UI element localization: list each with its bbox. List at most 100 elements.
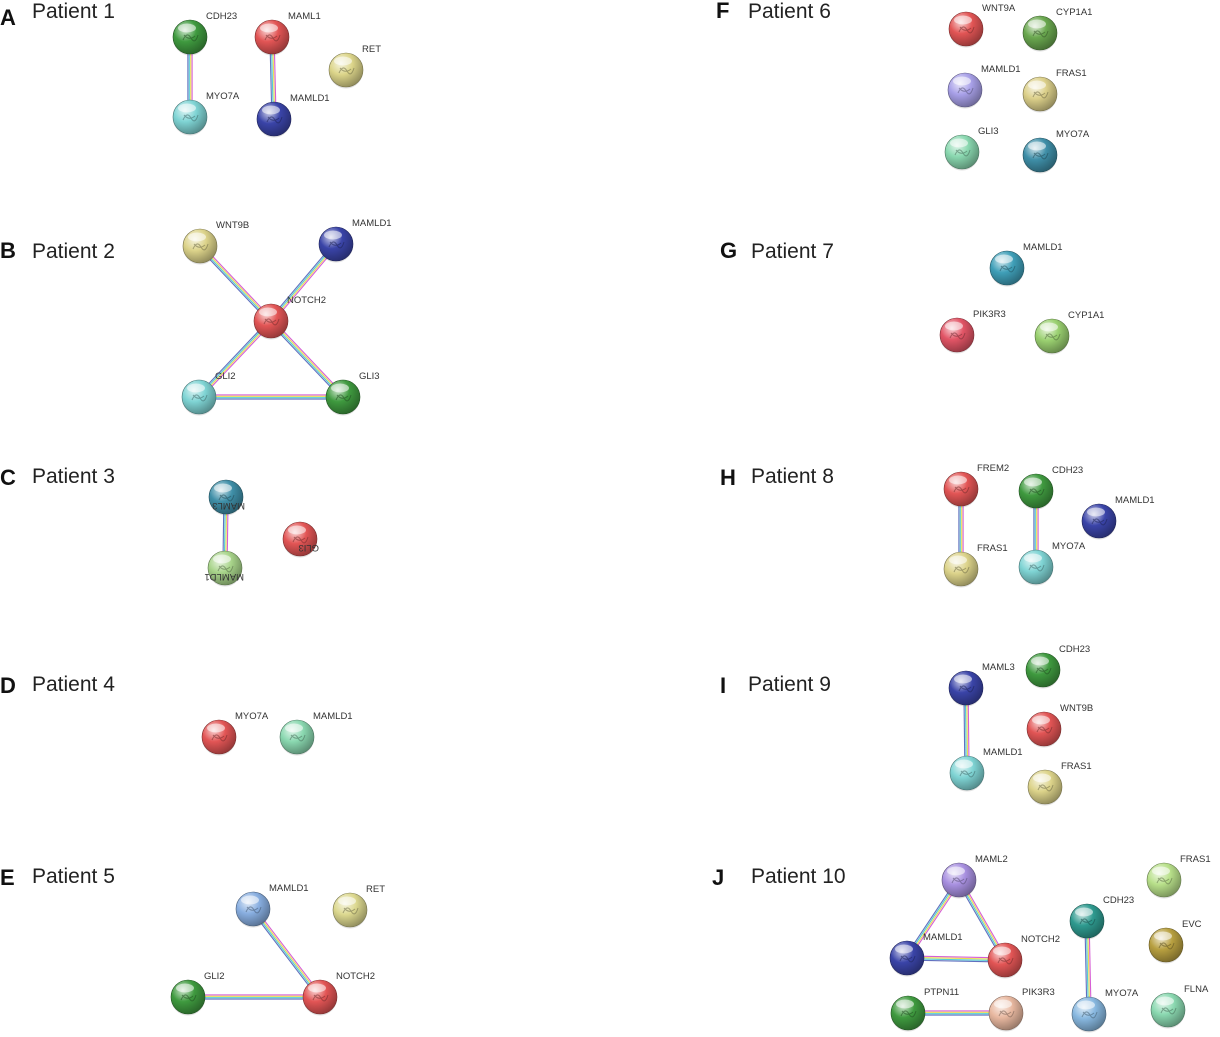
node-structure-glyph <box>959 770 976 778</box>
node-highlight <box>334 56 352 66</box>
node-structure-glyph <box>1032 91 1049 99</box>
node-highlight <box>945 321 963 331</box>
node-gli2[interactable]: GLI2 <box>170 971 225 1016</box>
node-label: NOTCH2 <box>1021 934 1060 945</box>
node-maml1[interactable]: MAML1 <box>254 11 321 56</box>
node-label: MAMLD1 <box>983 747 1023 758</box>
node-mamld1[interactable]: MAMLD1 <box>989 242 1063 287</box>
node-myo7a[interactable]: MYO7A <box>1018 541 1086 586</box>
node-highlight <box>1040 322 1058 332</box>
node-mamld1[interactable]: MAMLD1 <box>949 747 1023 792</box>
node-gli3[interactable]: GLI3 <box>944 126 999 171</box>
node-fras1[interactable]: FRAS1 <box>1146 854 1211 899</box>
node-mamld1[interactable]: MAMLD1 <box>235 883 309 928</box>
node-label: GLI2 <box>204 971 225 982</box>
panel-title: Patient 6 <box>748 0 831 23</box>
node-structure-glyph <box>191 394 208 402</box>
node-flna[interactable]: FLNA <box>1150 984 1209 1029</box>
node-highlight <box>1087 507 1105 517</box>
node-cdh23[interactable]: CDH23 <box>1018 465 1083 510</box>
node-cdh23[interactable]: CDH23 <box>1025 644 1090 689</box>
node-structure-glyph <box>1160 1007 1177 1015</box>
node-ptpn11[interactable]: PTPN11 <box>890 987 959 1032</box>
panel-title: Patient 3 <box>32 465 115 488</box>
node-gli3[interactable]: GLI3 <box>282 521 319 558</box>
node-gli3[interactable]: GLI3 <box>325 371 380 416</box>
node-pik3r3[interactable]: PIK3R3 <box>939 309 1006 354</box>
node-label: MYO7A <box>1056 129 1090 140</box>
node-wnt9b[interactable]: WNT9B <box>1026 703 1093 748</box>
node-myo7a[interactable]: MYO7A <box>1071 988 1139 1033</box>
edge-strand <box>200 322 273 399</box>
node-mamld1[interactable]: MAMLD1 <box>318 218 392 263</box>
node-myo7a[interactable]: MYO7A <box>1022 129 1090 174</box>
node-notch2[interactable]: NOTCH2 <box>253 295 326 340</box>
node-highlight <box>260 23 278 33</box>
node-highlight <box>995 254 1013 264</box>
node-highlight <box>288 525 306 535</box>
node-mamld1[interactable]: MAMLD1 <box>204 550 244 587</box>
node-cdh23[interactable]: CDH23 <box>1069 895 1134 940</box>
node-mamld1[interactable]: MAMLD1 <box>279 711 353 756</box>
node-structure-glyph <box>957 87 974 95</box>
node-label: MYO7A <box>206 91 240 102</box>
node-wnt9a[interactable]: WNT9A <box>948 3 1016 48</box>
node-cyp1a1[interactable]: CYP1A1 <box>1034 310 1104 355</box>
node-ret[interactable]: RET <box>332 884 385 929</box>
edge-gli2-gli3 <box>199 394 343 400</box>
node-maml3[interactable]: MAML3 <box>208 479 245 516</box>
node-mamld1[interactable]: MAMLD1 <box>1081 495 1155 540</box>
node-highlight <box>994 999 1012 1009</box>
node-notch2[interactable]: NOTCH2 <box>987 934 1060 979</box>
node-highlight <box>1024 477 1042 487</box>
node-label: MYO7A <box>1052 541 1086 552</box>
node-fras1[interactable]: FRAS1 <box>943 543 1008 588</box>
node-structure-glyph <box>1028 564 1045 572</box>
node-maml2[interactable]: MAML2 <box>941 854 1008 899</box>
node-cyp1a1[interactable]: CYP1A1 <box>1022 7 1092 52</box>
node-structure-glyph <box>1035 667 1052 675</box>
node-myo7a[interactable]: MYO7A <box>201 711 269 756</box>
node-myo7a[interactable]: MYO7A <box>172 91 240 136</box>
node-mamld1[interactable]: MAMLD1 <box>256 93 330 138</box>
node-structure-glyph <box>1036 726 1053 734</box>
node-structure-glyph <box>263 318 280 326</box>
node-highlight <box>1154 931 1172 941</box>
node-label: GLI2 <box>215 371 236 382</box>
node-frem2[interactable]: FREM2 <box>943 463 1009 508</box>
node-mamld1[interactable]: MAMLD1 <box>889 932 963 977</box>
node-structure-glyph <box>211 734 228 742</box>
node-fras1[interactable]: FRAS1 <box>1027 761 1092 806</box>
node-structure-glyph <box>266 116 283 124</box>
node-label: MAML2 <box>975 854 1008 865</box>
node-label: WNT9B <box>216 220 249 231</box>
node-notch2[interactable]: NOTCH2 <box>302 971 375 1016</box>
node-label: CYP1A1 <box>1068 310 1104 321</box>
panel-title: Patient 10 <box>751 865 846 888</box>
node-ret[interactable]: RET <box>328 44 381 89</box>
node-wnt9b[interactable]: WNT9B <box>182 220 249 265</box>
edge-strand <box>201 244 273 320</box>
node-maml3[interactable]: MAML3 <box>948 662 1015 707</box>
node-highlight <box>176 983 194 993</box>
node-fras1[interactable]: FRAS1 <box>1022 68 1087 113</box>
node-structure-glyph <box>264 34 281 42</box>
node-label: CYP1A1 <box>1056 7 1092 18</box>
node-cdh23[interactable]: CDH23 <box>172 11 237 56</box>
node-label: MAMLD1 <box>269 883 309 894</box>
node-highlight <box>955 759 973 769</box>
node-mamld1[interactable]: MAMLD1 <box>947 64 1021 109</box>
node-label: EVC <box>1182 919 1202 930</box>
node-structure-glyph <box>949 332 966 340</box>
node-pik3r3[interactable]: PIK3R3 <box>988 987 1055 1032</box>
node-highlight <box>1028 141 1046 151</box>
node-gli2[interactable]: GLI2 <box>181 371 236 416</box>
edge-strand <box>272 319 345 396</box>
node-structure-glyph <box>312 994 329 1002</box>
node-structure-glyph <box>900 1010 917 1018</box>
node-highlight <box>331 383 349 393</box>
panel-title: Patient 9 <box>748 673 831 696</box>
node-structure-glyph <box>1158 942 1175 950</box>
node-structure-glyph <box>328 241 345 249</box>
node-evc[interactable]: EVC <box>1148 919 1202 964</box>
